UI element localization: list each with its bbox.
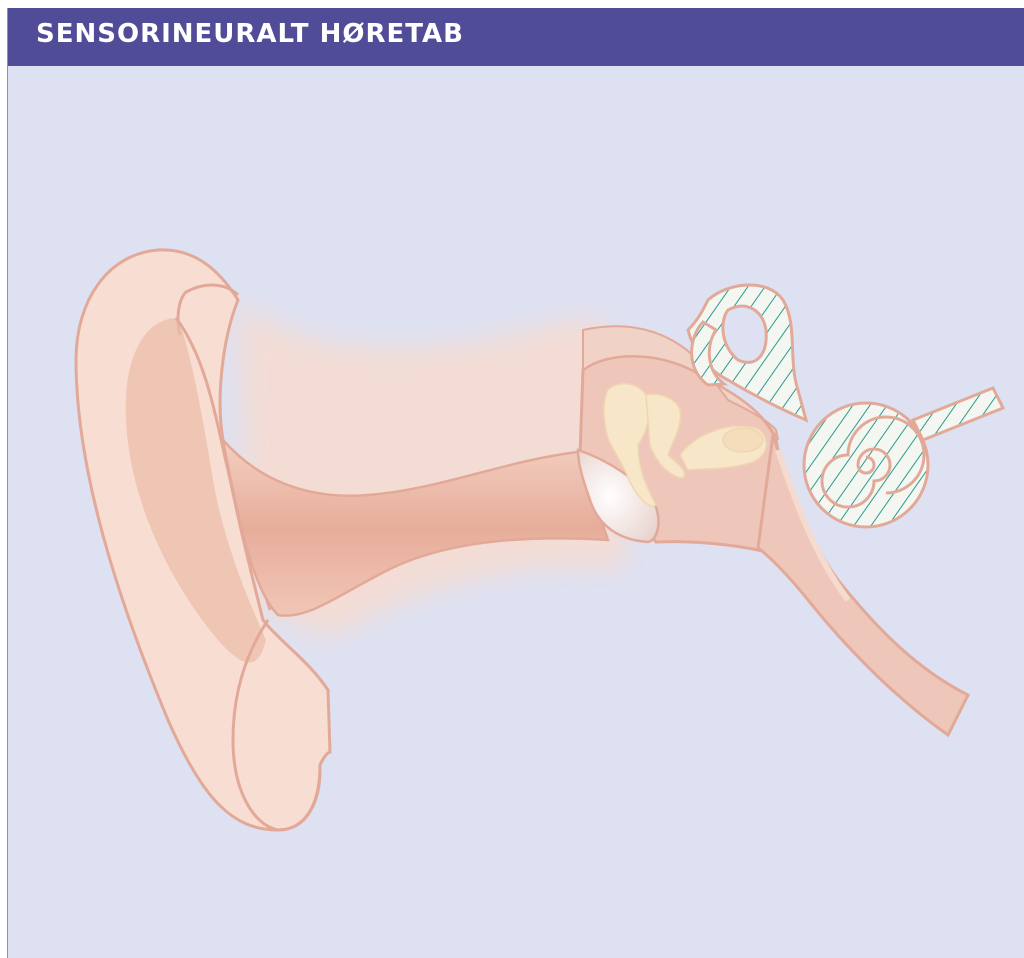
diagram-frame: SENSORINEURALT HØRETAB — [7, 8, 1024, 958]
page-title: SENSORINEURALT HØRETAB — [36, 19, 464, 49]
ear-anatomy-illustration — [8, 66, 1024, 958]
header-bar: SENSORINEURALT HØRETAB — [8, 8, 1024, 66]
stapes-base — [723, 428, 763, 452]
auditory-nerve — [913, 388, 1003, 440]
